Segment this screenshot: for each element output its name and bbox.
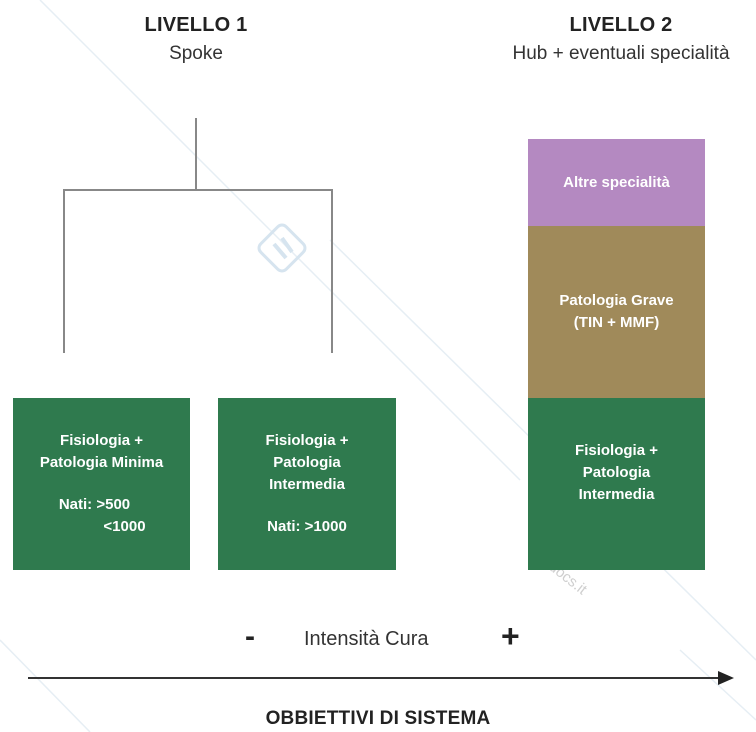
hub-box-patologia-grave-line1: Patologia Grave — [559, 292, 674, 309]
level2-header: LIVELLO 2 Hub + eventuali specialità — [476, 14, 756, 65]
connector-left-drop — [63, 189, 65, 353]
connector-bar — [63, 189, 333, 191]
spoke-box-minima-births-max: <1000 — [103, 518, 146, 535]
watermark-logo-icon — [257, 223, 307, 273]
level2-title: LIVELLO 2 — [569, 14, 673, 36]
level1-subtitle: Spoke — [169, 43, 223, 64]
intensity-label: Intensità Cura — [304, 628, 429, 650]
spoke-box-intermedia-line1: Fisiologia + — [265, 432, 349, 449]
connector-right-drop — [331, 189, 333, 353]
hub-box-patologia-grave-line2: (TIN + MMF) — [573, 314, 660, 331]
hub-box-intermedia-line3: Intermedia — [578, 486, 655, 503]
system-objectives-title: OBBIETTIVI DI SISTEMA — [265, 708, 491, 729]
spoke-box-intermedia-line2: Patologia — [273, 454, 341, 471]
axis-arrow — [28, 671, 734, 685]
level1-header: LIVELLO 1 Spoke — [96, 14, 296, 65]
hub-box-intermedia-line1: Fisiologia + — [575, 442, 658, 459]
level2-subtitle: Hub + eventuali specialità — [512, 43, 730, 64]
spoke-box-minima: Fisiologia + Patologia Minima Nati: >500… — [13, 398, 190, 570]
spoke-box-intermedia: Fisiologia + Patologia Intermedia Nati: … — [218, 398, 396, 570]
spoke-box-intermedia-line3: Intermedia — [269, 476, 345, 493]
hub-box-altre-specialita: Altre specialità — [528, 139, 705, 226]
hub-box-altre-specialita-label: Altre specialità — [563, 173, 670, 191]
spoke-box-minima-line1: Fisiologia + — [60, 432, 143, 449]
level1-title: LIVELLO 1 — [144, 14, 248, 36]
spoke-box-intermedia-births: Nati: >1000 — [267, 518, 347, 535]
hub-box-intermedia: Fisiologia + Patologia Intermedia — [528, 398, 705, 570]
intensity-plus-sign: + — [501, 618, 520, 654]
intensity-minus-sign: - — [245, 620, 255, 653]
spoke-box-minima-births: Nati: >500 — [58, 496, 131, 513]
connector-stem — [195, 118, 197, 190]
spoke-box-minima-line2: Patologia Minima — [39, 454, 164, 471]
hub-box-intermedia-line2: Patologia — [582, 464, 651, 481]
hub-box-patologia-grave: Patologia Grave (TIN + MMF) — [528, 226, 705, 398]
